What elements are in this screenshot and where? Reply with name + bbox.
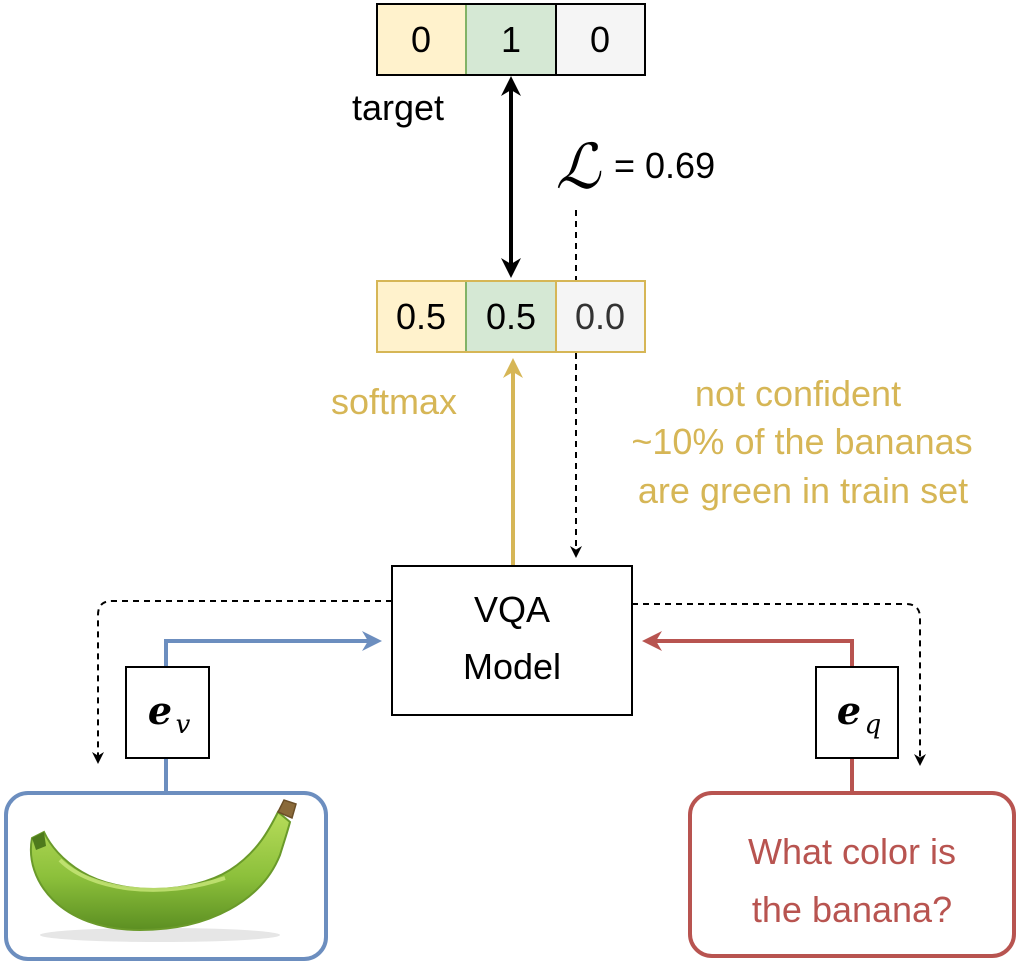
prediction-value-1: 0.5: [486, 296, 536, 337]
visual-embedding-box: e v: [125, 666, 210, 759]
target-cell-1: [465, 3, 557, 76]
model-label-line-2: Model: [463, 646, 561, 687]
target-vector: 0 1 0: [376, 3, 646, 76]
target-value-2: 0: [590, 19, 610, 60]
target-label: target: [352, 87, 444, 128]
loss-symbol: ℒ: [556, 130, 602, 203]
question-embedding-base: e: [837, 688, 861, 733]
question-text-line-1: What color is: [748, 831, 956, 872]
confidence-annotation: not confident ~10% of the bananas are gr…: [631, 373, 972, 511]
annotation-line-1: not confident: [695, 373, 901, 414]
question-text-line-2: the banana?: [752, 889, 952, 930]
target-value-0: 0: [411, 19, 431, 60]
softmax-label: softmax: [331, 381, 457, 422]
loss-value: = 0.69: [614, 145, 715, 186]
prediction-value-0: 0.5: [396, 296, 446, 337]
visual-embedding-base: e: [148, 688, 172, 733]
prediction-vector: 0.5 0.5 0.0: [376, 280, 646, 353]
annotation-line-3: are green in train set: [638, 470, 968, 511]
target-value-1: 1: [501, 19, 521, 60]
green-banana-image: [29, 799, 297, 942]
image-input-box: [4, 791, 328, 961]
visual-embedding-sub: v: [176, 710, 191, 740]
vqa-model-box: VQA Model: [391, 565, 633, 716]
model-label-line-1: VQA: [474, 589, 550, 630]
prediction-value-2: 0.0: [575, 296, 625, 337]
question-embedding-sub: q: [865, 710, 882, 740]
question-embedding-box: e q: [815, 666, 899, 759]
visual-feedback-dashed-arrow: [92, 600, 392, 764]
annotation-line-2: ~10% of the bananas: [631, 421, 972, 462]
question-input-box: What color is the banana?: [688, 791, 1016, 958]
